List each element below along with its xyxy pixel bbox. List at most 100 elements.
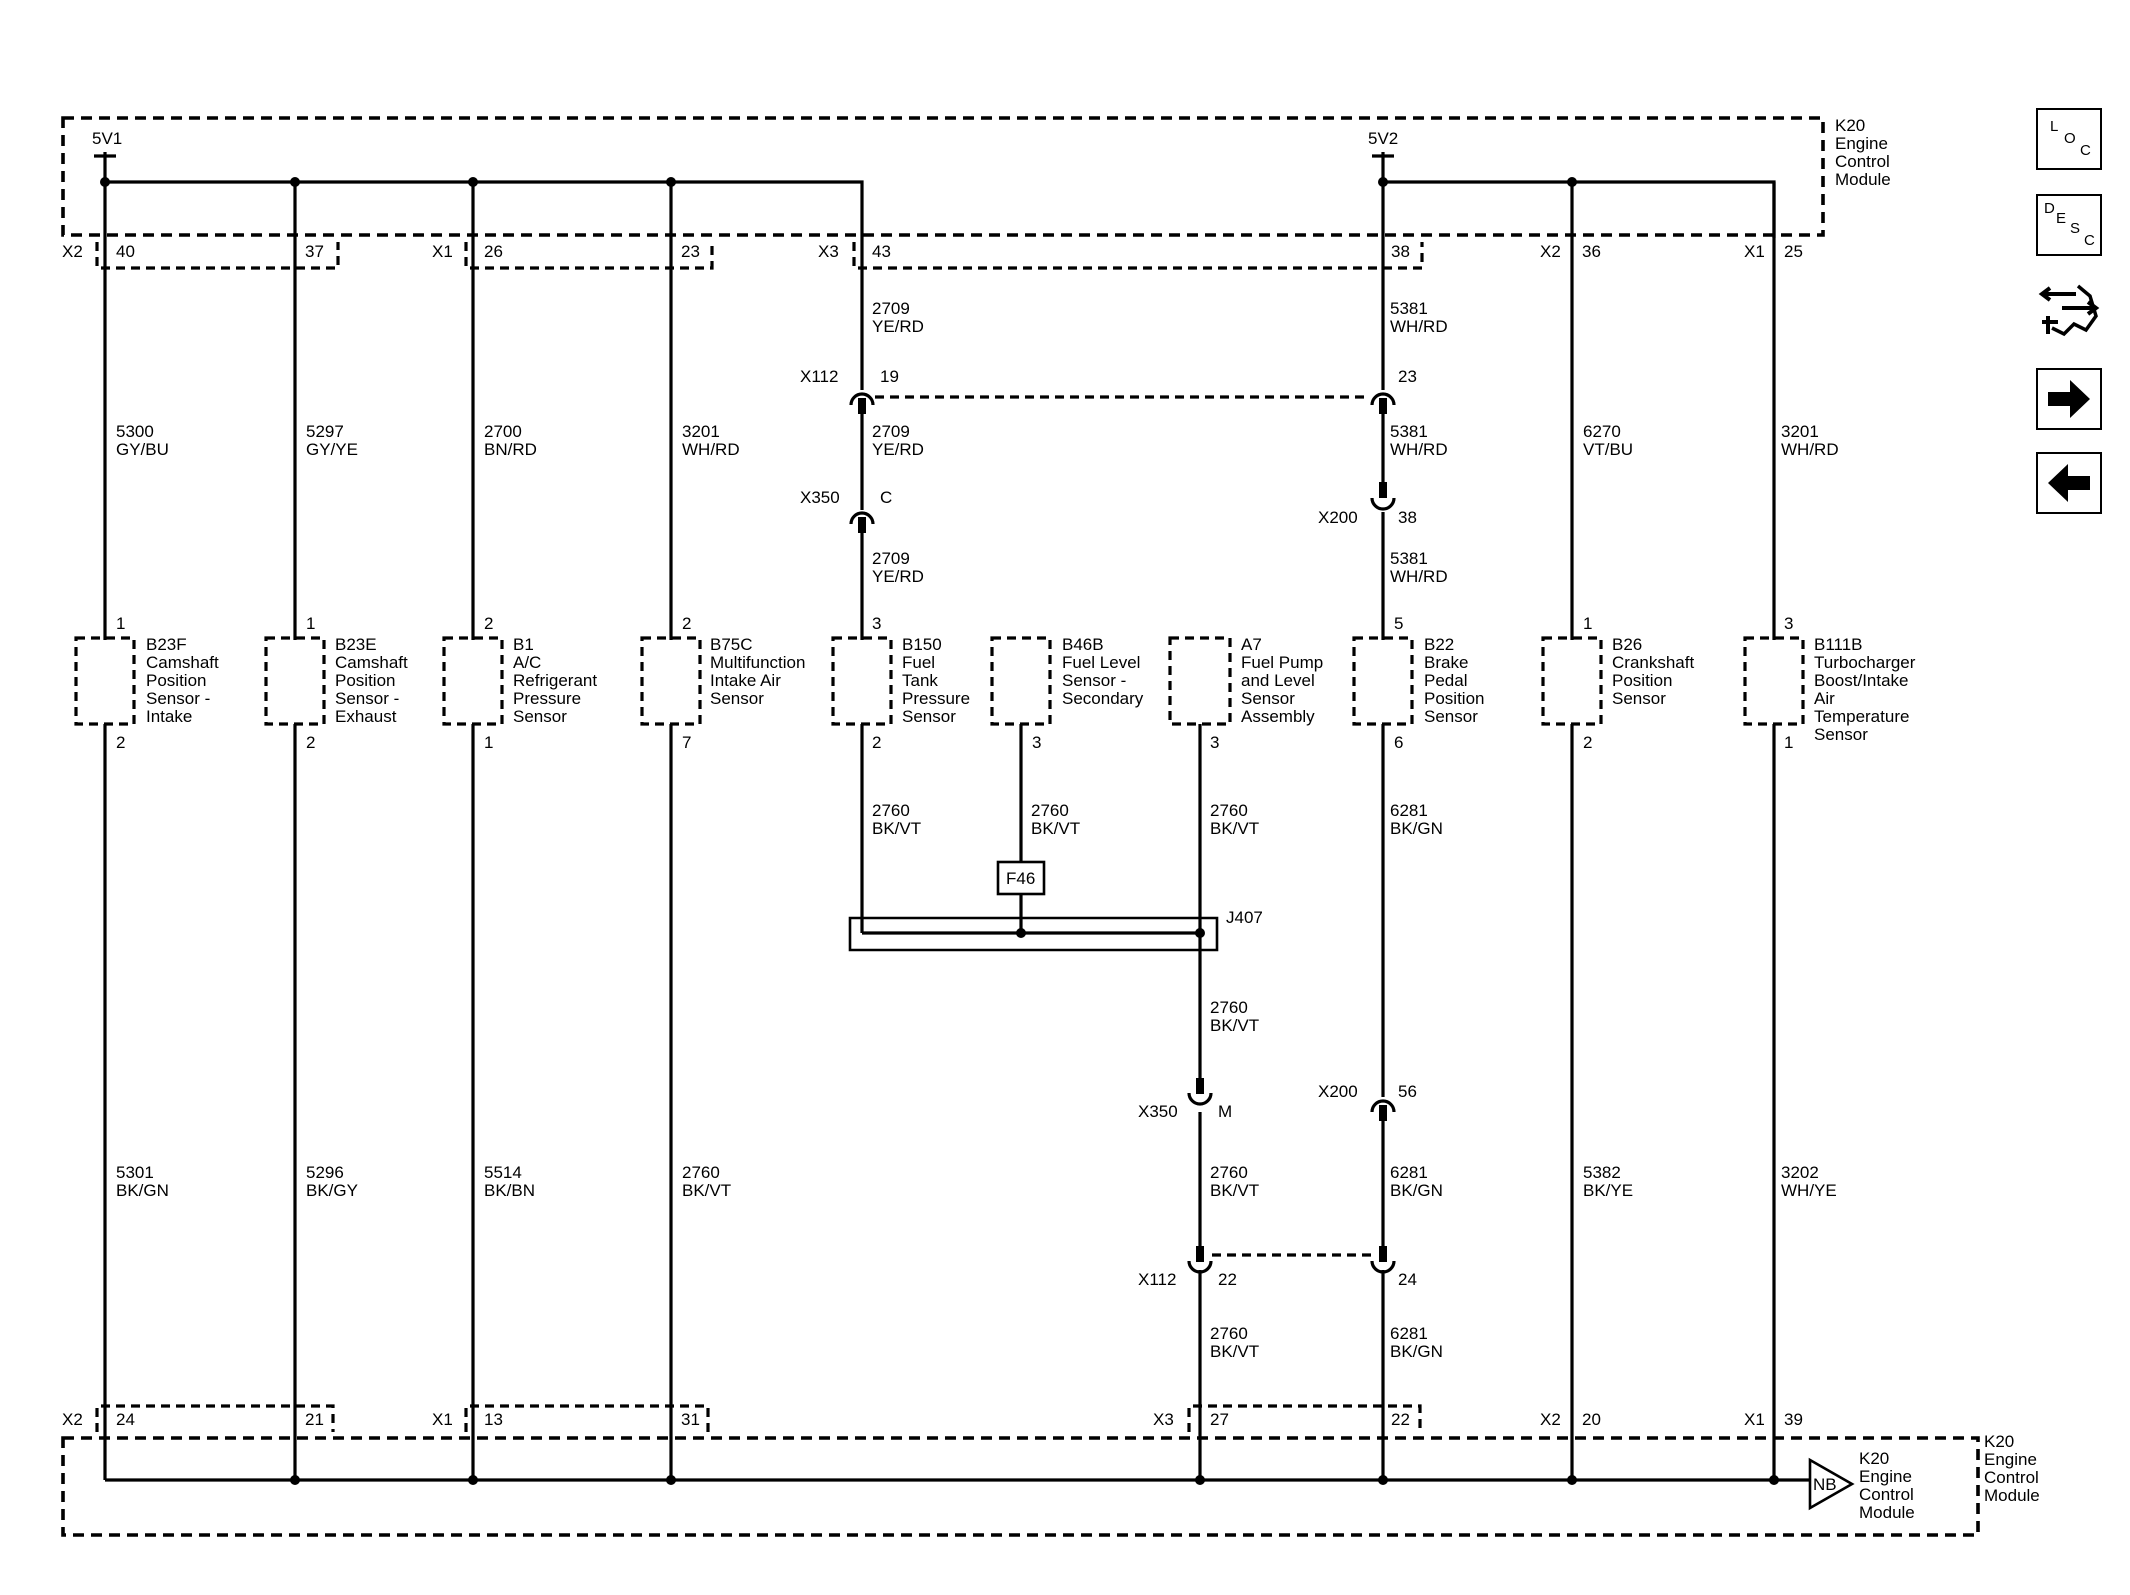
b1-label-5: Sensor [513, 707, 567, 726]
bottom-pin-24: 24 [116, 1410, 135, 1429]
b111b-label-2: Turbocharger [1814, 653, 1916, 672]
top-pin-36: 36 [1582, 242, 1601, 261]
top-conn-x1b: X1 [1744, 242, 1765, 261]
bottom-conn-box-x3 [1187, 1404, 1422, 1432]
b26-label-3: Position [1612, 671, 1672, 690]
b22-label-1: B22 [1424, 635, 1454, 654]
bottom-conn-x1: X1 [432, 1410, 453, 1429]
inline-x200-56: X200 [1318, 1082, 1358, 1101]
wire-6270-num: 6270 [1583, 422, 1621, 441]
loc-letter-o: O [2064, 130, 2076, 147]
b23e-pin-top: 1 [306, 614, 315, 633]
a7-label-5: Assembly [1241, 707, 1315, 726]
b46b-label-2: Fuel Level [1062, 653, 1140, 672]
wire-2760-num: 2760 [682, 1163, 720, 1182]
back-button[interactable] [2036, 452, 2102, 514]
b23f-label-3: Position [146, 671, 206, 690]
b23e-label-5: Exhaust [335, 707, 397, 726]
wire-2709-mid-num: 2709 [872, 422, 910, 441]
wire-6281-c-col: BK/VT [1210, 819, 1259, 838]
a7-label-1: A7 [1241, 635, 1262, 654]
desc-button[interactable]: D E S C [2036, 194, 2102, 256]
ecm-bottom-inner-label-3: Control [1859, 1485, 1914, 1504]
a7-label-4: Sensor [1241, 689, 1295, 708]
wire-2709-top-col: YE/RD [872, 317, 924, 336]
b46b-label-4: Secondary [1062, 689, 1144, 708]
a7-label-2: Fuel Pump [1241, 653, 1323, 672]
b23e-pin-bottom: 2 [306, 733, 315, 752]
next-button[interactable] [2036, 368, 2102, 430]
desc-letter-d: D [2044, 200, 2055, 217]
inline-x200-38-symbol [1370, 497, 1396, 511]
ecm-bottom-label-1: K20 [1984, 1432, 2014, 1451]
wire-5382-b-num: 6281 [1390, 1163, 1428, 1182]
b23f-label-1: B23F [146, 635, 187, 654]
component-b75c [640, 636, 702, 726]
back-icon [2048, 464, 2090, 502]
b26-label-2: Crankshaft [1612, 653, 1694, 672]
wire-6281-c-num: 2760 [1210, 801, 1248, 820]
b23f-label-4: Sensor - [146, 689, 210, 708]
wire-2709-mid-col: YE/RD [872, 440, 924, 459]
wire-6281-f-col: BK/VT [1210, 1342, 1259, 1361]
b22-label-5: Sensor [1424, 707, 1478, 726]
loc-button[interactable]: L O C [2036, 108, 2102, 170]
power-ground-button[interactable] [2036, 278, 2102, 340]
ecm-top-outline [61, 116, 1825, 237]
wire-5382-a-num: 6281 [1390, 801, 1428, 820]
wire-5382-a-col: BK/GN [1390, 819, 1443, 838]
b22-pin-bottom: 6 [1394, 733, 1403, 752]
wire-5296-col: BK/GY [306, 1181, 358, 1200]
component-b23f [74, 636, 136, 726]
component-a7 [1168, 636, 1232, 726]
inline-x350-m-symbol [1187, 1092, 1213, 1106]
b46b-label-1: B46B [1062, 635, 1104, 654]
loc-letter-c: C [2080, 142, 2091, 159]
bottom-pin-20: 20 [1582, 1410, 1601, 1429]
wire-6281-e-num: 2760 [1210, 1163, 1248, 1182]
wire-5297-num: 5297 [306, 422, 344, 441]
top-pin-25: 25 [1784, 242, 1803, 261]
b1-pin-bottom: 1 [484, 733, 493, 752]
inline-x112-19-symbol [849, 392, 875, 406]
desc-letter-c: C [2084, 232, 2095, 249]
b150-label-1: B150 [902, 635, 942, 654]
b26-label-4: Sensor [1612, 689, 1666, 708]
top-pin-37: 37 [305, 242, 324, 261]
components: 1 2 B23F Camshaft Position Sensor - Inta… [74, 614, 1916, 752]
inline-x112-pin-22: 22 [1218, 1270, 1237, 1289]
b26-label-1: B26 [1612, 635, 1642, 654]
component-b150 [831, 636, 893, 726]
ecm-top-label-3: Control [1835, 152, 1890, 171]
wire-2709-low-num: 2709 [872, 549, 910, 568]
bottom-pin-21: 21 [305, 1410, 324, 1429]
wire-3202-num: 3202 [1781, 1163, 1819, 1182]
inline-x112-24-symbol [1370, 1260, 1396, 1274]
b111b-label-4: Air [1814, 689, 1835, 708]
wire-5382-c-num: 6281 [1390, 1324, 1428, 1343]
inline-x350-pin-c: C [880, 488, 892, 507]
offpage-nb-symbol[interactable] [1808, 1457, 1855, 1511]
wire-5381-low-col: WH/RD [1390, 567, 1448, 586]
b75c-label-3: Intake Air [710, 671, 781, 690]
splice-j407: J407 [1226, 908, 1263, 927]
b23e-label-1: B23E [335, 635, 377, 654]
wire-5301-num: 5301 [116, 1163, 154, 1182]
bottom-pin-22: 22 [1391, 1410, 1410, 1429]
inline-x200-56-symbol [1370, 1099, 1396, 1113]
inline-x112-23-symbol [1370, 392, 1396, 406]
supply-5v2: 5V2 [1368, 129, 1398, 148]
wire-3201-col: WH/RD [682, 440, 740, 459]
desc-letter-s: S [2070, 220, 2081, 237]
bottom-conn-box-x2 [95, 1404, 335, 1432]
wire-6281-f-num: 2760 [1210, 1324, 1248, 1343]
bus-5v2 [1383, 180, 1776, 238]
inline-x112-lower: X112 [1138, 1270, 1176, 1289]
top-pin-43: 43 [872, 242, 891, 261]
power-ground-icon [2038, 284, 2100, 337]
top-conn-box-x3 [852, 242, 1424, 270]
component-b26 [1541, 636, 1603, 726]
inline-x200-pin-56: 56 [1398, 1082, 1417, 1101]
wire-6281-d-num: 2760 [1210, 998, 1248, 1017]
